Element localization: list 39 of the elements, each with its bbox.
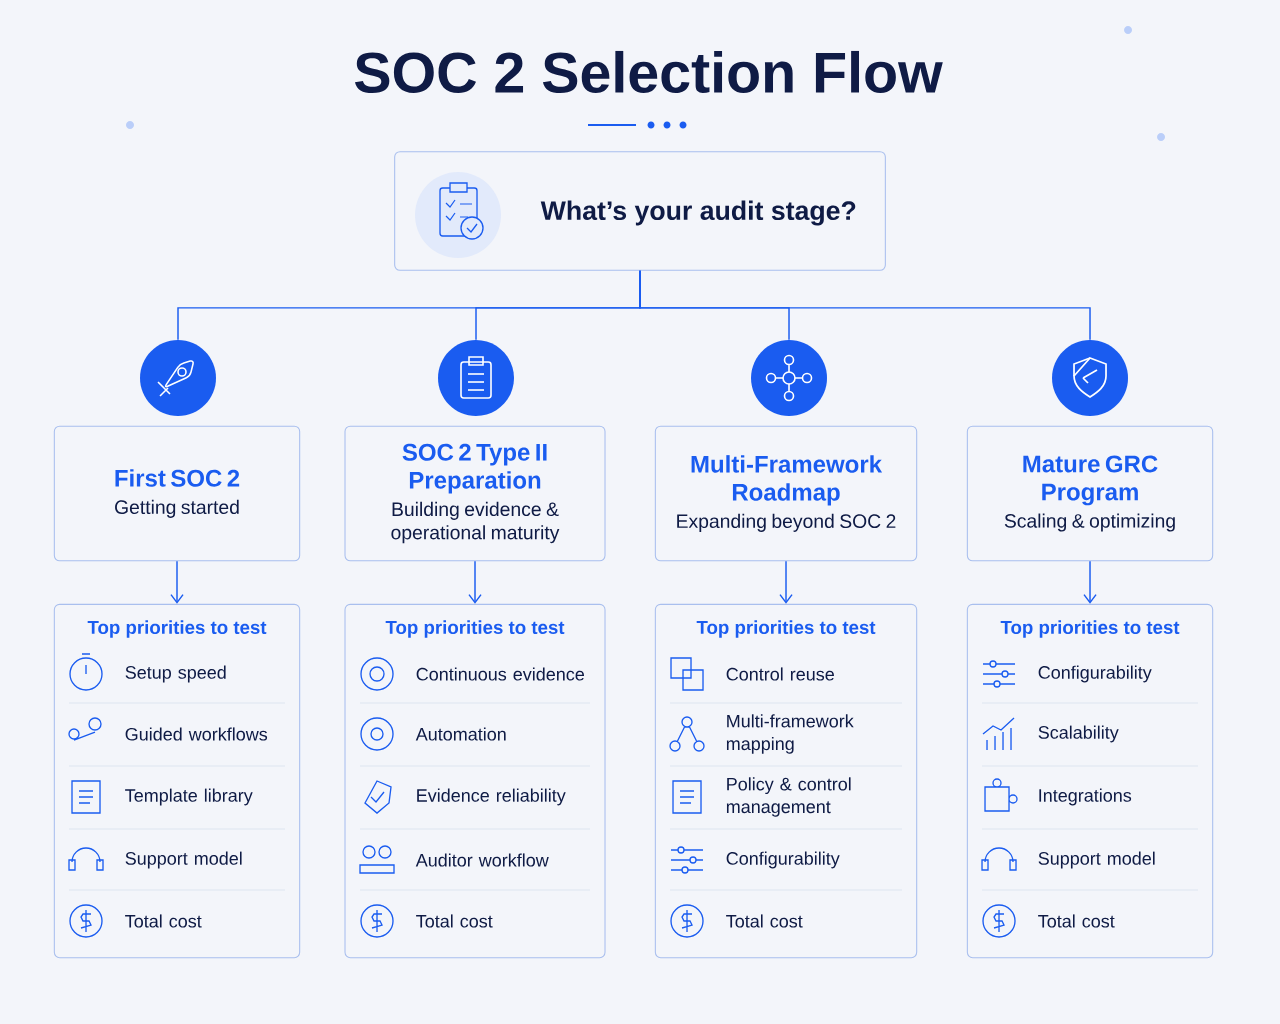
connector bbox=[779, 560, 793, 604]
priority-card: Top priorities to test Control reuse Multi-framework mapping Policy & control management Configurability Total cost bbox=[654, 603, 918, 959]
stage-card: First SOC 2 Getting started bbox=[53, 425, 301, 562]
priority-item: Policy & control management bbox=[726, 777, 851, 817]
priority-item: Total cost bbox=[125, 914, 202, 928]
question-box: What’s your audit stage? bbox=[394, 151, 886, 271]
priority-item: Automation bbox=[415, 727, 506, 741]
priority-item: Template library bbox=[125, 788, 253, 806]
priority-item: Integrations bbox=[1039, 788, 1132, 806]
priority-item: Total cost bbox=[416, 914, 493, 928]
priority-item: Continuous evidence bbox=[416, 667, 584, 681]
connector bbox=[468, 560, 482, 604]
connector bbox=[1083, 560, 1097, 604]
priority-item: Setup speed bbox=[125, 665, 226, 683]
priority-item: Support model bbox=[1038, 851, 1155, 869]
priority-item: Configurability bbox=[1038, 665, 1152, 683]
priority-item: Auditor workflow bbox=[415, 853, 549, 867]
priority-card: Top priorities to test Setup speed Guided workflows Template library Support model Total cost bbox=[53, 603, 301, 959]
priority-item: Configurability bbox=[726, 851, 840, 869]
priority-item: Guided workflows bbox=[125, 727, 268, 741]
priority-card: Top priorities to test Configurability Scalability Integrations Support model Total cost bbox=[966, 603, 1214, 959]
connector bbox=[639, 270, 1091, 341]
priority-item: Scalability bbox=[1038, 725, 1119, 743]
stage-card: Mature GRC Program Scaling & optimizing bbox=[966, 425, 1214, 562]
priority-item: Total cost bbox=[726, 914, 803, 928]
priority-item: Evidence reliability bbox=[417, 788, 566, 806]
icon-badge bbox=[438, 340, 514, 416]
priority-item: Multi-framework mapping bbox=[726, 714, 854, 754]
icon-badge bbox=[140, 340, 216, 416]
stage-card: Multi-Framework Roadmap Expanding beyond SOC 2 bbox=[654, 425, 918, 562]
priority-item: Support model bbox=[125, 851, 242, 869]
priority-item: Control reuse bbox=[726, 667, 834, 681]
connector bbox=[170, 560, 184, 604]
icon-badge bbox=[751, 340, 827, 416]
icon-badge bbox=[1052, 340, 1128, 416]
title: SOC 2 Selection Flow bbox=[354, 50, 943, 94]
stage-card: SOC 2 Type II Preparation Building evidence & operational maturity bbox=[344, 425, 606, 562]
priority-item: Total cost bbox=[1038, 914, 1115, 928]
priority-card: Top priorities to test Continuous evidence Automation Evidence reliability Auditor workflow Total cost bbox=[344, 603, 606, 959]
